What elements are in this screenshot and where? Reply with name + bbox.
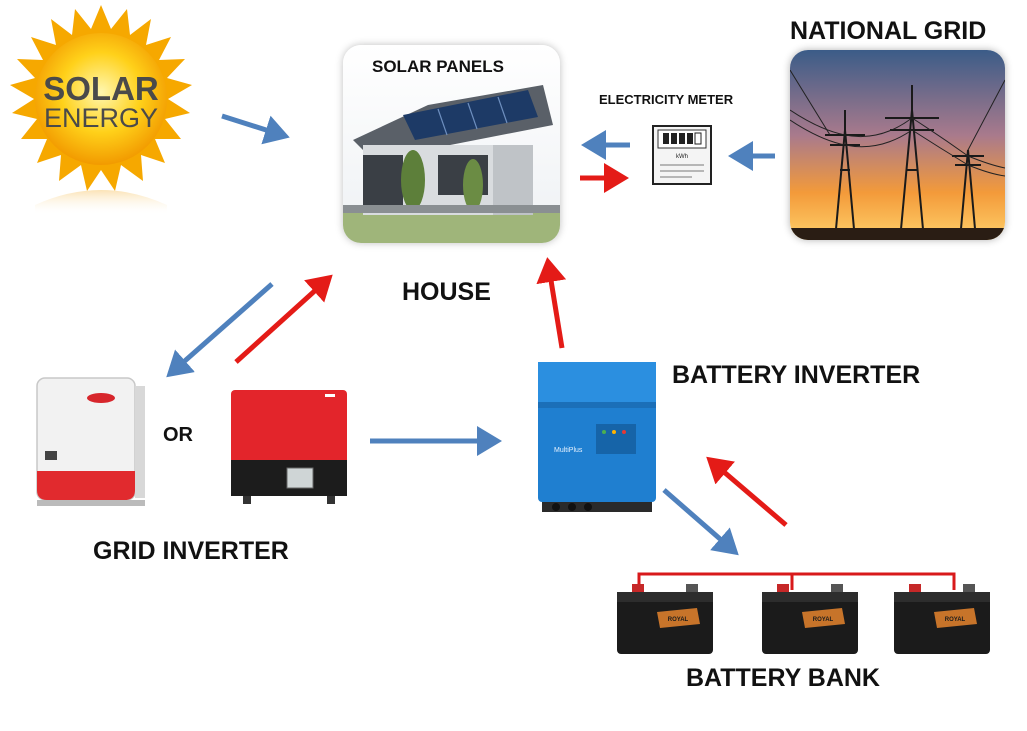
battery-icon: ROYAL [762,584,858,654]
national-grid-photo [790,50,1005,240]
battery-icon: ROYAL [617,584,713,654]
arrow-battery-inverter-to-battery-bank [662,488,739,556]
house-label: HOUSE [402,278,491,306]
solar-logo-line1: SOLAR [43,70,159,107]
arrow-battery-bank-to-battery-inverter [706,456,788,527]
electricity-meter-label: ELECTRICITY METER [599,92,734,107]
battery-inverter-device: MultiPlus [536,360,658,520]
arrow-grid-inverter-to-house [234,274,333,364]
solar-panels-label: SOLAR PANELS [372,57,504,76]
grid-inverter-white [35,376,147,510]
or-label: OR [163,424,193,446]
battery-brand-2: ROYAL [813,617,834,623]
battery-bank-label: BATTERY BANK [686,664,880,692]
meter-display: kWh [676,154,688,160]
solar-energy-logo: SOLAR ENERGY [5,5,205,215]
battery-bank: ROYAL ROYAL ROYAL [612,568,1017,663]
battery-inverter-device-text: MultiPlus [554,447,583,454]
national-grid-label: NATIONAL GRID [790,17,987,45]
battery-brand-3: ROYAL [945,617,966,623]
battery-inverter-label: BATTERY INVERTER [672,361,921,389]
arrow-house-to-grid-inverter [166,282,274,378]
sun-icon [10,5,192,191]
arrow-sun-to-panels [221,113,290,145]
solar-logo-line2: ENERGY [44,103,158,133]
grid-inverter-red [229,388,351,512]
house-photo [343,45,560,243]
battery-icon: ROYAL [894,584,990,654]
grid-inverter-label: GRID INVERTER [93,537,289,565]
arrow-battery-inverter-to-house [536,257,567,349]
battery-brand-1: ROYAL [668,617,689,623]
electricity-meter-icon: kWh [652,125,712,185]
